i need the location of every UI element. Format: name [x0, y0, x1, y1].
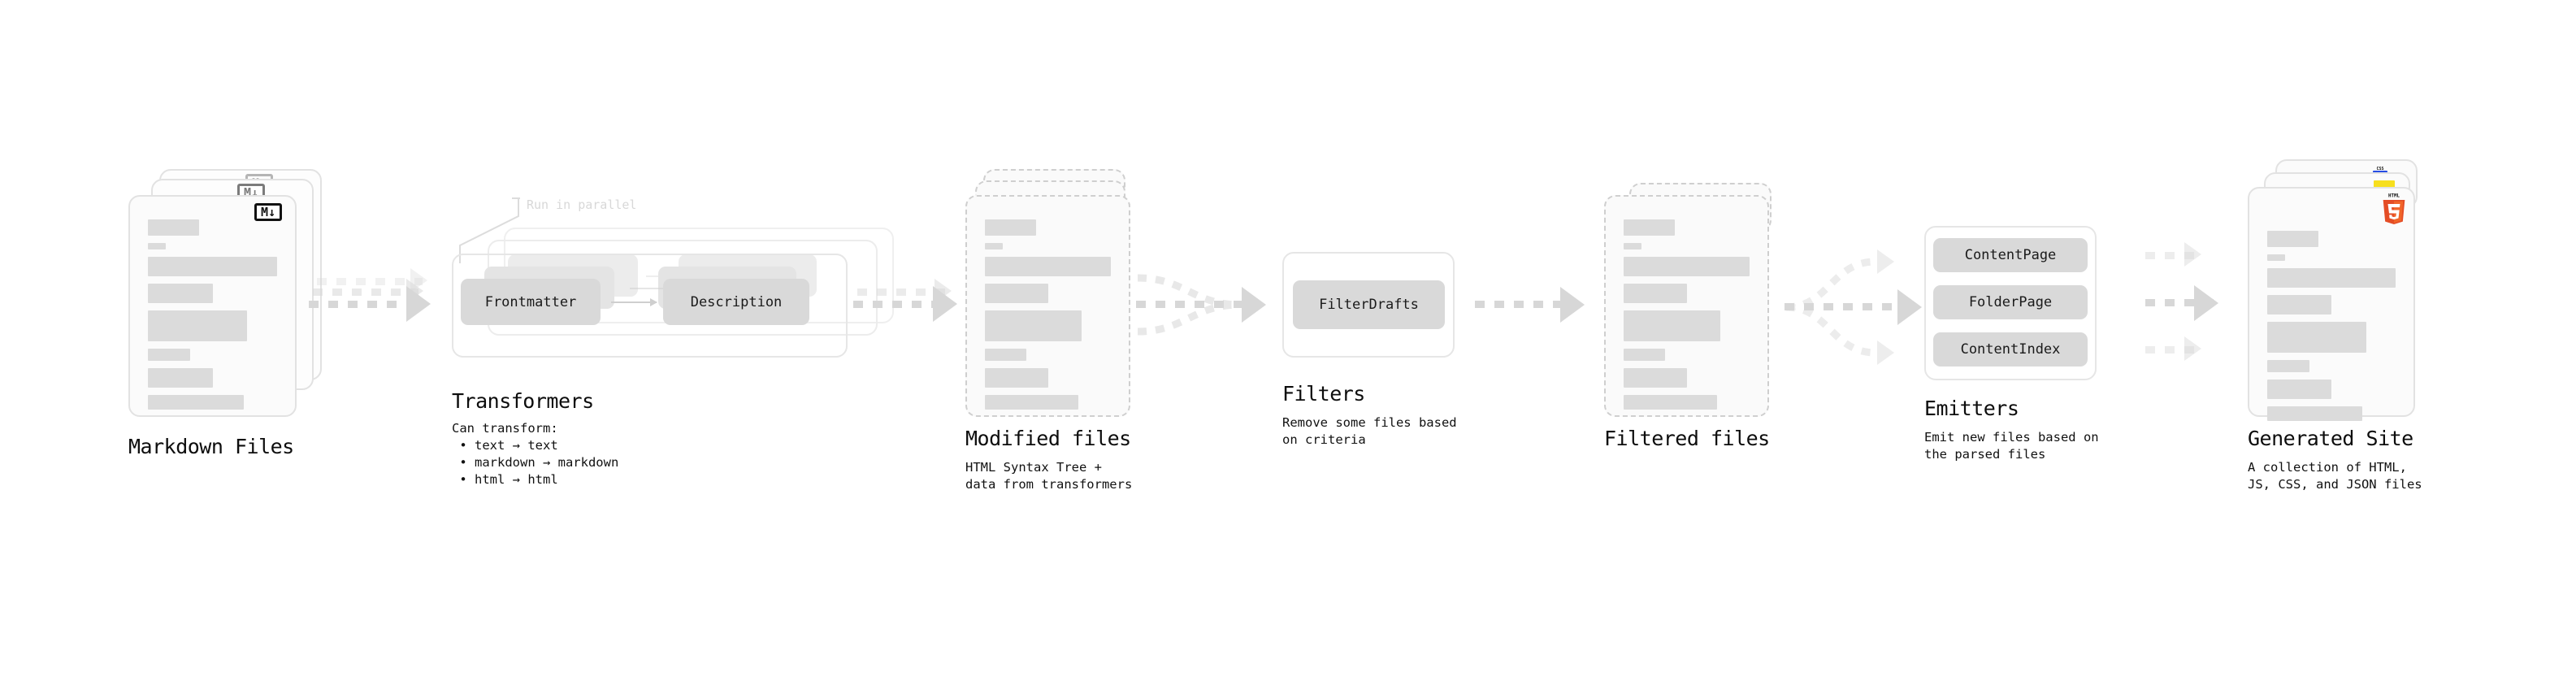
file-content-placeholder — [148, 219, 277, 417]
filters-box — [1282, 252, 1455, 358]
transformer-chip-frontmatter[interactable]: Frontmatter — [461, 279, 601, 325]
file-content-placeholder — [1624, 219, 1750, 417]
markdown-icon: M↓ — [254, 203, 282, 221]
markdown-file-front — [128, 195, 297, 417]
stage-title-filters: Filters — [1282, 382, 1365, 406]
file-content-placeholder — [2267, 231, 2396, 428]
stage-title-modified-files: Modified files — [965, 427, 1131, 450]
run-in-parallel-label: Run in parallel — [527, 197, 637, 212]
modified-file-front — [965, 195, 1130, 417]
svg-text:HTML: HTML — [2388, 194, 2400, 199]
stage-subtitle-generated-site: A collection of HTML, JS, CSS, and JSON … — [2248, 460, 2422, 492]
stage-title-markdown-files: Markdown Files — [128, 435, 294, 458]
transformer-inner-arrow-front — [611, 298, 657, 306]
stage-title-emitters: Emitters — [1924, 397, 2019, 420]
transformer-chip-description[interactable]: Description — [663, 279, 809, 325]
filter-chip-filterdrafts[interactable]: FilterDrafts — [1293, 280, 1445, 329]
emitter-chip-folderpage[interactable]: FolderPage — [1933, 285, 2088, 319]
stage-subtitle-transformers: Can transform: • text → text • markdown … — [452, 421, 619, 487]
file-content-placeholder — [985, 219, 1111, 417]
filtered-file-front — [1604, 195, 1769, 417]
transformers-box — [452, 254, 848, 358]
site-file-front — [2248, 187, 2415, 421]
emitters-box — [1924, 226, 2097, 380]
stage-title-generated-site: Generated Site — [2248, 427, 2413, 450]
stage-title-transformers: Transformers — [452, 389, 594, 413]
stage-subtitle-emitters: Emit new files based on the parsed files — [1924, 430, 2099, 462]
fanout-curve — [1785, 258, 1876, 357]
emitter-chip-contentpage[interactable]: ContentPage — [1933, 238, 2088, 272]
stage-title-filtered-files: Filtered files — [1604, 427, 1770, 450]
emitter-chip-contentindex[interactable]: ContentIndex — [1933, 332, 2088, 367]
stage-subtitle-filters: Remove some files based on criteria — [1282, 415, 1457, 447]
html5-icon: HTML — [2383, 194, 2405, 224]
stage-subtitle-modified-files: HTML Syntax Tree + data from transformer… — [965, 460, 1133, 492]
